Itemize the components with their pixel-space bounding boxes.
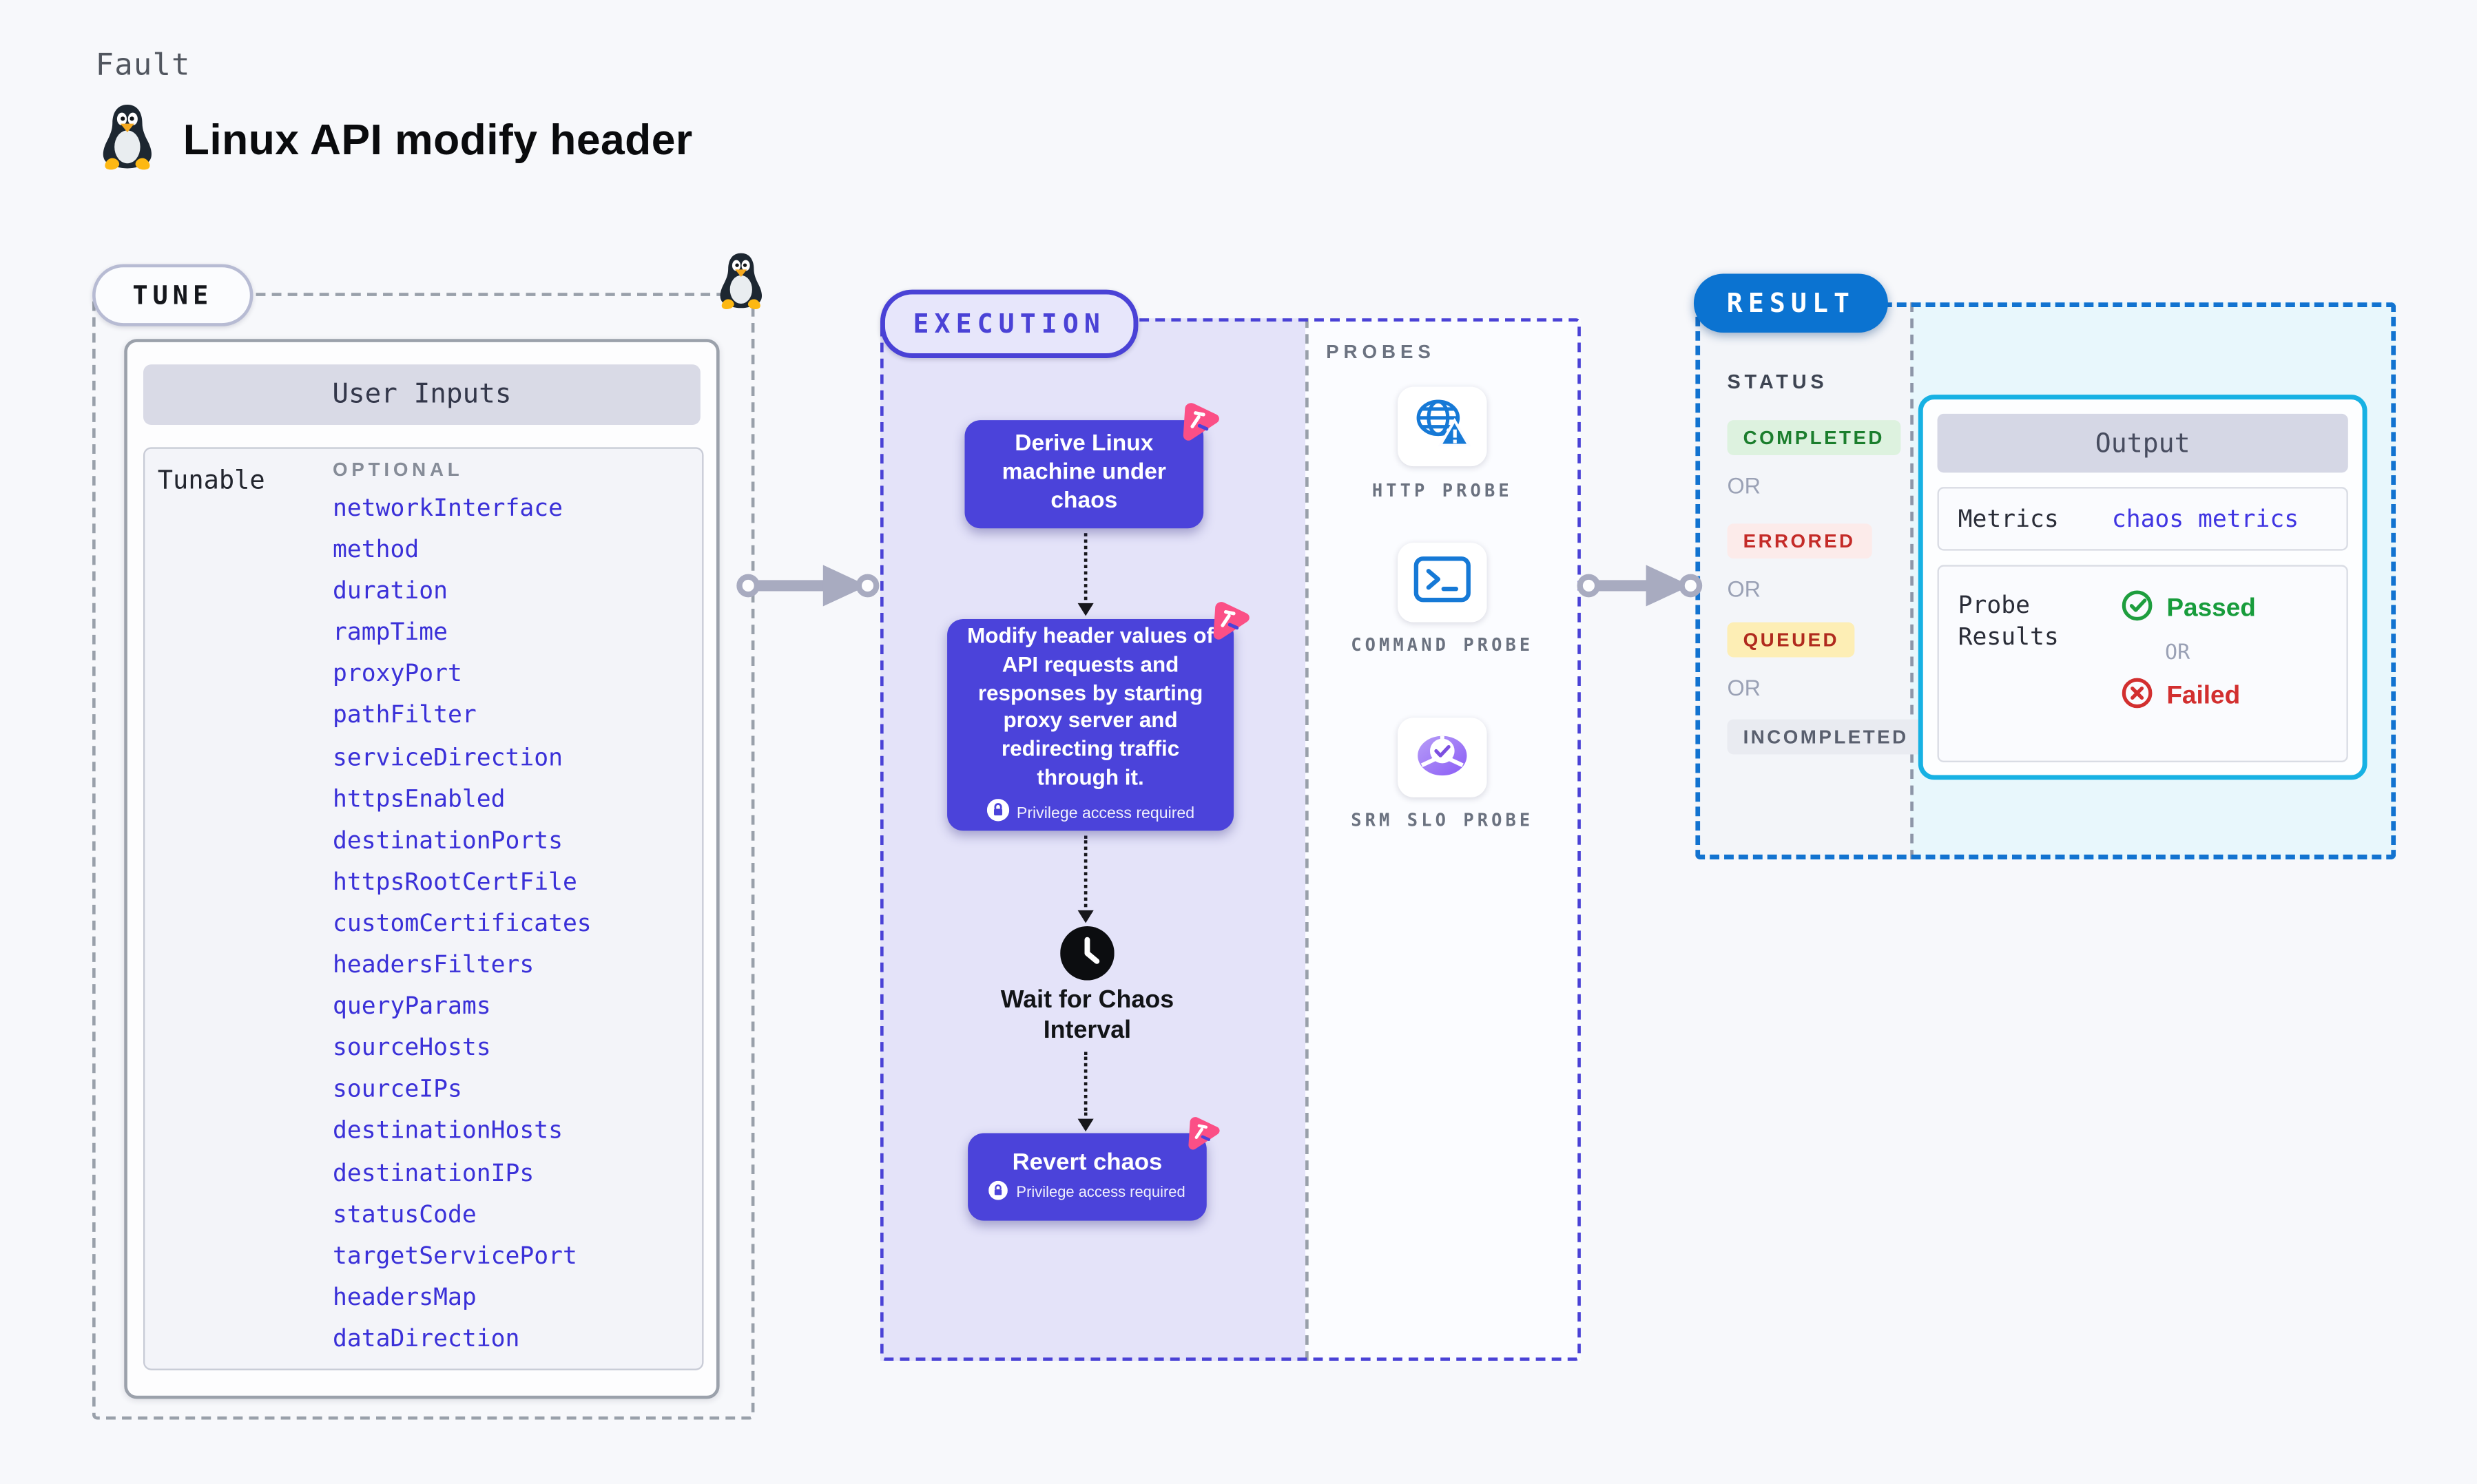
step-revert-text: Revert chaos — [1012, 1148, 1163, 1175]
metrics-row: Metrics chaos metrics — [1937, 487, 2348, 551]
connector-line — [1084, 533, 1088, 600]
command-probe-label: COMMAND PROBE — [1351, 635, 1534, 656]
tunable-link[interactable]: headersFilters — [333, 950, 535, 979]
terminal-icon — [1412, 553, 1473, 612]
connector-arrowhead — [1077, 910, 1094, 923]
or-label: OR — [2165, 641, 2190, 666]
step-wait-label: Wait for Chaos Interval — [1000, 986, 1174, 1044]
clock-icon — [1060, 926, 1115, 988]
tunable-link[interactable]: pathFilter — [333, 700, 477, 730]
check-circle-icon — [2120, 589, 2154, 630]
step-modify-text: Modify header values of API requests and… — [967, 624, 1214, 789]
tux-penguin-icon — [99, 102, 156, 180]
tunable-link[interactable]: httpsEnabled — [333, 784, 506, 813]
status-area — [1695, 302, 1911, 859]
chaos-flash-icon — [1175, 399, 1223, 447]
page-title: Linux API modify header — [183, 116, 693, 165]
chaos-flash-icon — [1181, 1114, 1223, 1156]
lock-icon — [986, 799, 1009, 829]
tunable-link[interactable]: rampTime — [333, 618, 448, 647]
x-circle-icon — [2120, 676, 2154, 718]
step-modify-header: Modify header values of API requests and… — [947, 602, 1250, 831]
tunable-link[interactable]: destinationIPs — [333, 1158, 535, 1187]
metrics-label: Metrics — [1958, 504, 2059, 534]
tunable-link[interactable]: targetServicePort — [333, 1240, 577, 1270]
tunable-link[interactable]: headersMap — [333, 1282, 477, 1311]
tune-panel — [92, 293, 755, 1420]
lock-icon — [989, 1178, 1008, 1205]
result-pill: RESULT — [1693, 273, 1888, 333]
command-probe-card — [1398, 543, 1487, 623]
probes-heading: PROBES — [1326, 340, 1436, 363]
chaos-metrics-link[interactable]: chaos metrics — [2111, 504, 2299, 534]
flow-arrow-execution-to-result — [1576, 560, 1703, 619]
failed-label: Failed — [2166, 682, 2241, 710]
http-probe-label: HTTP PROBE — [1371, 480, 1513, 501]
user-inputs-card: User Inputs Tunable OPTIONAL networkInte… — [124, 339, 720, 1399]
user-inputs-header: User Inputs — [143, 364, 701, 426]
srm-slo-probe-card — [1398, 718, 1487, 797]
tunable-link[interactable]: httpsRootCertFile — [333, 867, 577, 896]
connector-line — [1084, 1052, 1088, 1116]
slo-gauge-icon — [1409, 725, 1475, 791]
probes-area — [1305, 318, 1581, 1361]
tunable-link[interactable]: destinationHosts — [333, 1116, 563, 1145]
connector-line — [1084, 835, 1088, 908]
optional-column-header: OPTIONAL — [333, 458, 464, 481]
tunable-link[interactable]: queryParams — [333, 992, 491, 1021]
privilege-note: Privilege access required — [1016, 1183, 1185, 1201]
srm-slo-probe-label: SRM SLO PROBE — [1351, 810, 1534, 831]
tunable-link[interactable]: networkInterface — [333, 493, 563, 523]
execution-pill: EXECUTION — [880, 289, 1139, 358]
tunable-link[interactable]: dataDirection — [333, 1324, 520, 1353]
step-revert-chaos: Revert chaos Privilege access required — [968, 1117, 1220, 1221]
probe-results-label: Probe Results — [1958, 590, 2059, 651]
tunable-link[interactable]: customCertificates — [333, 908, 592, 938]
privilege-note: Privilege access required — [1016, 805, 1195, 823]
tune-pill: TUNE — [92, 264, 253, 326]
step-derive-machine: Derive Linux machine under chaos — [964, 403, 1219, 529]
or-label: OR — [1727, 576, 1761, 602]
tunable-link[interactable]: sourceIPs — [333, 1074, 462, 1104]
status-heading: STATUS — [1727, 370, 1828, 393]
tux-penguin-small-icon — [716, 250, 766, 320]
tunable-link[interactable]: sourceHosts — [333, 1033, 491, 1062]
globe-alert-icon — [1409, 394, 1475, 459]
or-label: OR — [1727, 472, 1761, 499]
status-badge-incompleted: INCOMPLETED — [1727, 719, 1925, 755]
status-badge-errored: ERRORED — [1727, 523, 1872, 559]
tunable-link[interactable]: proxyPort — [333, 659, 462, 689]
title-row: Linux API modify header — [99, 102, 692, 180]
tunable-link[interactable]: serviceDirection — [333, 742, 563, 771]
tunable-link[interactable]: destinationPorts — [333, 825, 563, 855]
execution-panel — [880, 318, 1581, 1361]
http-probe-card — [1398, 386, 1487, 467]
tunable-link[interactable]: duration — [333, 576, 448, 605]
status-badge-completed: COMPLETED — [1727, 420, 1901, 455]
tunable-link[interactable]: statusCode — [333, 1199, 477, 1229]
chaos-flash-icon — [1205, 598, 1252, 646]
tunable-list: Tunable OPTIONAL networkInterface method… — [143, 447, 704, 1370]
probe-results-row: Probe Results Passed OR — [1937, 565, 2348, 762]
output-card: Output Metrics chaos metrics Probe Resul… — [1918, 395, 2367, 780]
flow-arrow-tune-to-execution — [734, 560, 880, 619]
category-label: Fault — [95, 48, 191, 83]
output-card-title: Output — [1937, 413, 2348, 473]
or-label: OR — [1727, 674, 1761, 700]
connector-arrowhead — [1077, 1118, 1094, 1132]
passed-label: Passed — [2166, 595, 2256, 623]
step-derive-text: Derive Linux machine under chaos — [1002, 431, 1166, 514]
connector-arrowhead — [1077, 603, 1094, 616]
status-badge-queued: QUEUED — [1727, 622, 1856, 658]
tunable-link[interactable]: method — [333, 534, 419, 564]
tunable-row-label: Tunable — [157, 464, 265, 495]
